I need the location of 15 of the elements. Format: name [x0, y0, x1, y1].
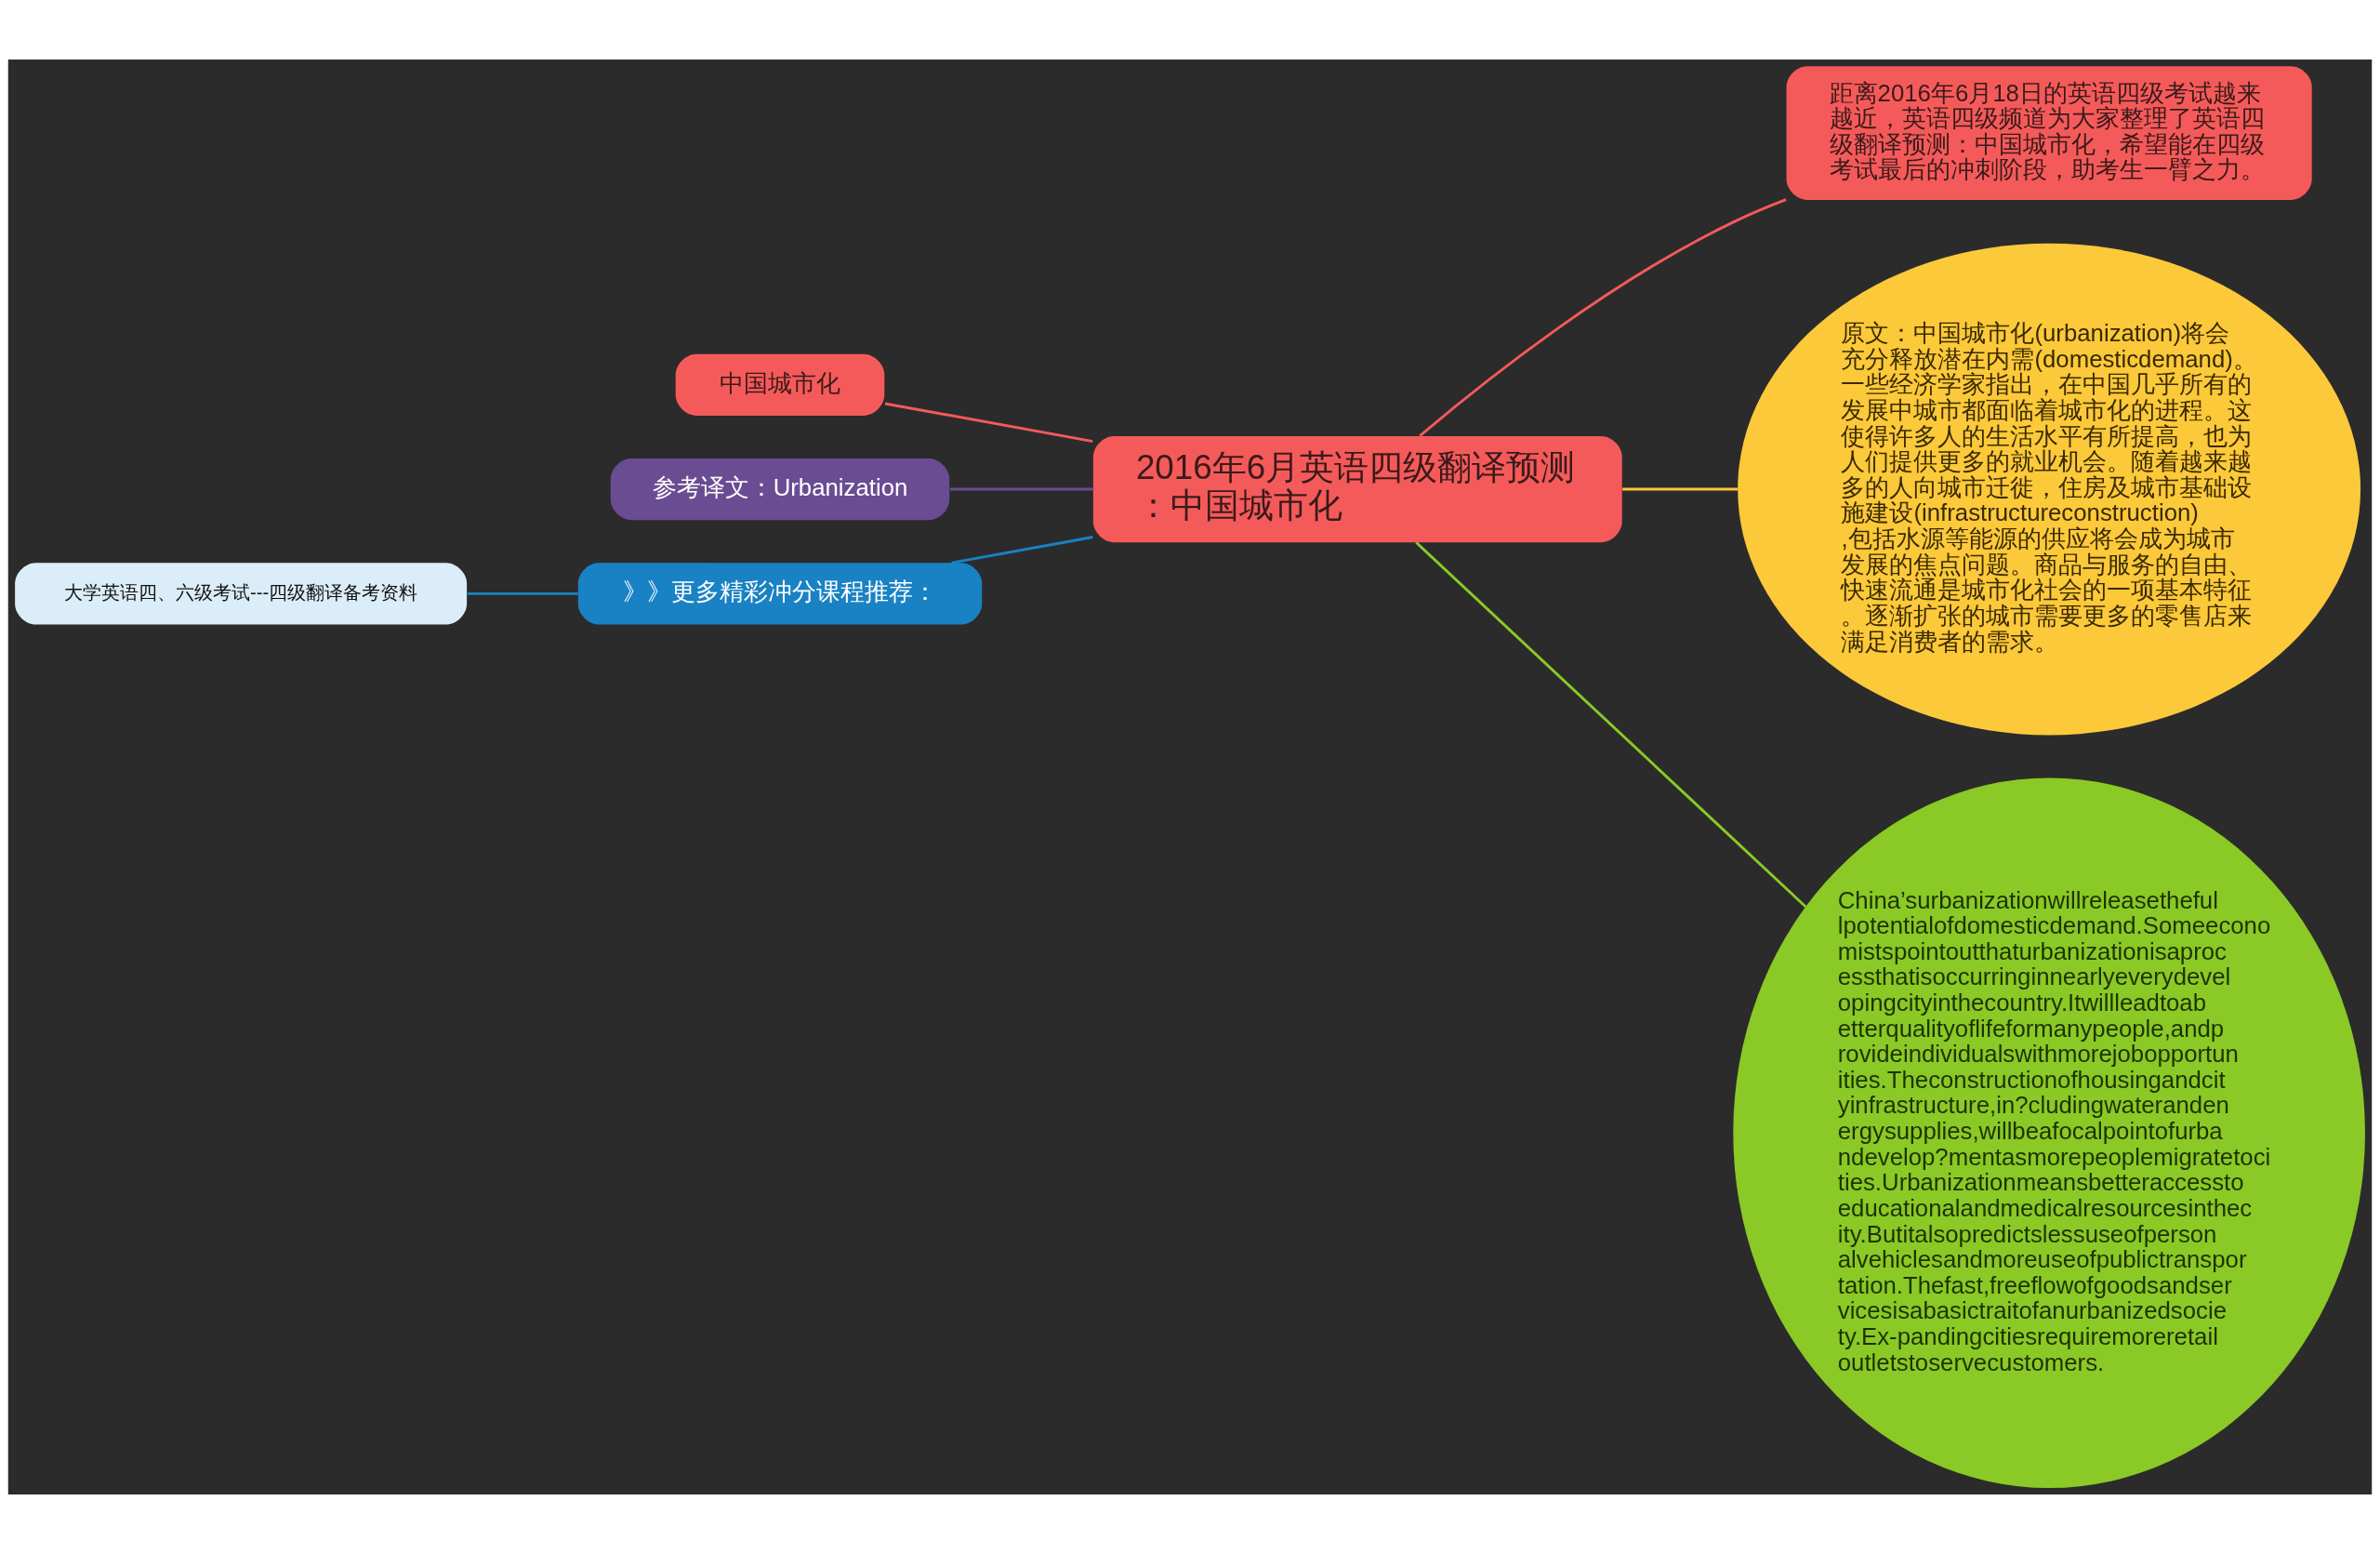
node-box: 2016年6月英语四级翻译预测：中国城市化	[1092, 436, 1622, 543]
connector	[1622, 487, 1739, 491]
node-ellipse: China’surbanizationwillreleasethefullpotentialofdomesticdemand.Someeconomistspointoutthaturbanizationisaprocessthatisoccurringinnearlyeverydevelopingcityinthecountry.Itwillleadtoabetterqualityoflifeformanypeople,andprovideindividualswithmorejobopportunities.Theconstructionofhousingandcityinfrastructure,in?cludingwaterandenergysupplies,willbeafocalpointofurbandevelop?mentasmorepeoplemigratetocities.Urbanizationmeansbetteraccesstoeducationalandmedicalresourcesinthecity.Butitalsopredictslessuseofpersonalvehiclesandmoreuseofpublictransportation.Thefast,freeflowofgoodsandservicesisabasictraitofanurbanizedsociety.Ex-pandingcitiesrequiremoreretailoutletstoservecustomers.	[1733, 777, 2365, 1488]
connector	[1419, 198, 1787, 437]
node-ellipse: 原文：中国城市化(urbanization)将会充分释放潜在内需(domesticdemand)。一些经济学家指出，在中国几乎所有的发展中城市都面临着城市化的进程。这使得许多人的生活水平有所提高，也为人们提供更多的就业机会。随着越来越多的人向城市迁徙，住房及城市基础设施建设(infrastructureconstruction),包括水源等能源的供应将会成为城市发展的焦点问题。商品与服务的自由、快速流通是城市化社会的一项基本特征。逐渐扩张的城市需要更多的零售店来满足消费者的需求。	[1738, 243, 2361, 736]
connector	[467, 591, 578, 595]
node-box: 距离2016年6月18日的英语四级考试越来越近，英语四级频道为大家整理了英语四级翻译预测：中国城市化，希望能在四级考试最后的冲刺阶段，助考生一臂之力。	[1786, 66, 2312, 200]
node-box: 大学英语四、六级考试---四级翻译备考资料	[15, 563, 468, 625]
connector	[949, 487, 1093, 491]
connector	[1415, 541, 1807, 909]
node-box: 》》更多精彩冲分课程推荐：	[577, 563, 983, 625]
node-box: 参考译文：Urbanization	[610, 458, 950, 521]
connector	[884, 402, 1093, 444]
connector	[951, 536, 1093, 564]
node-box: 中国城市化	[675, 353, 885, 416]
